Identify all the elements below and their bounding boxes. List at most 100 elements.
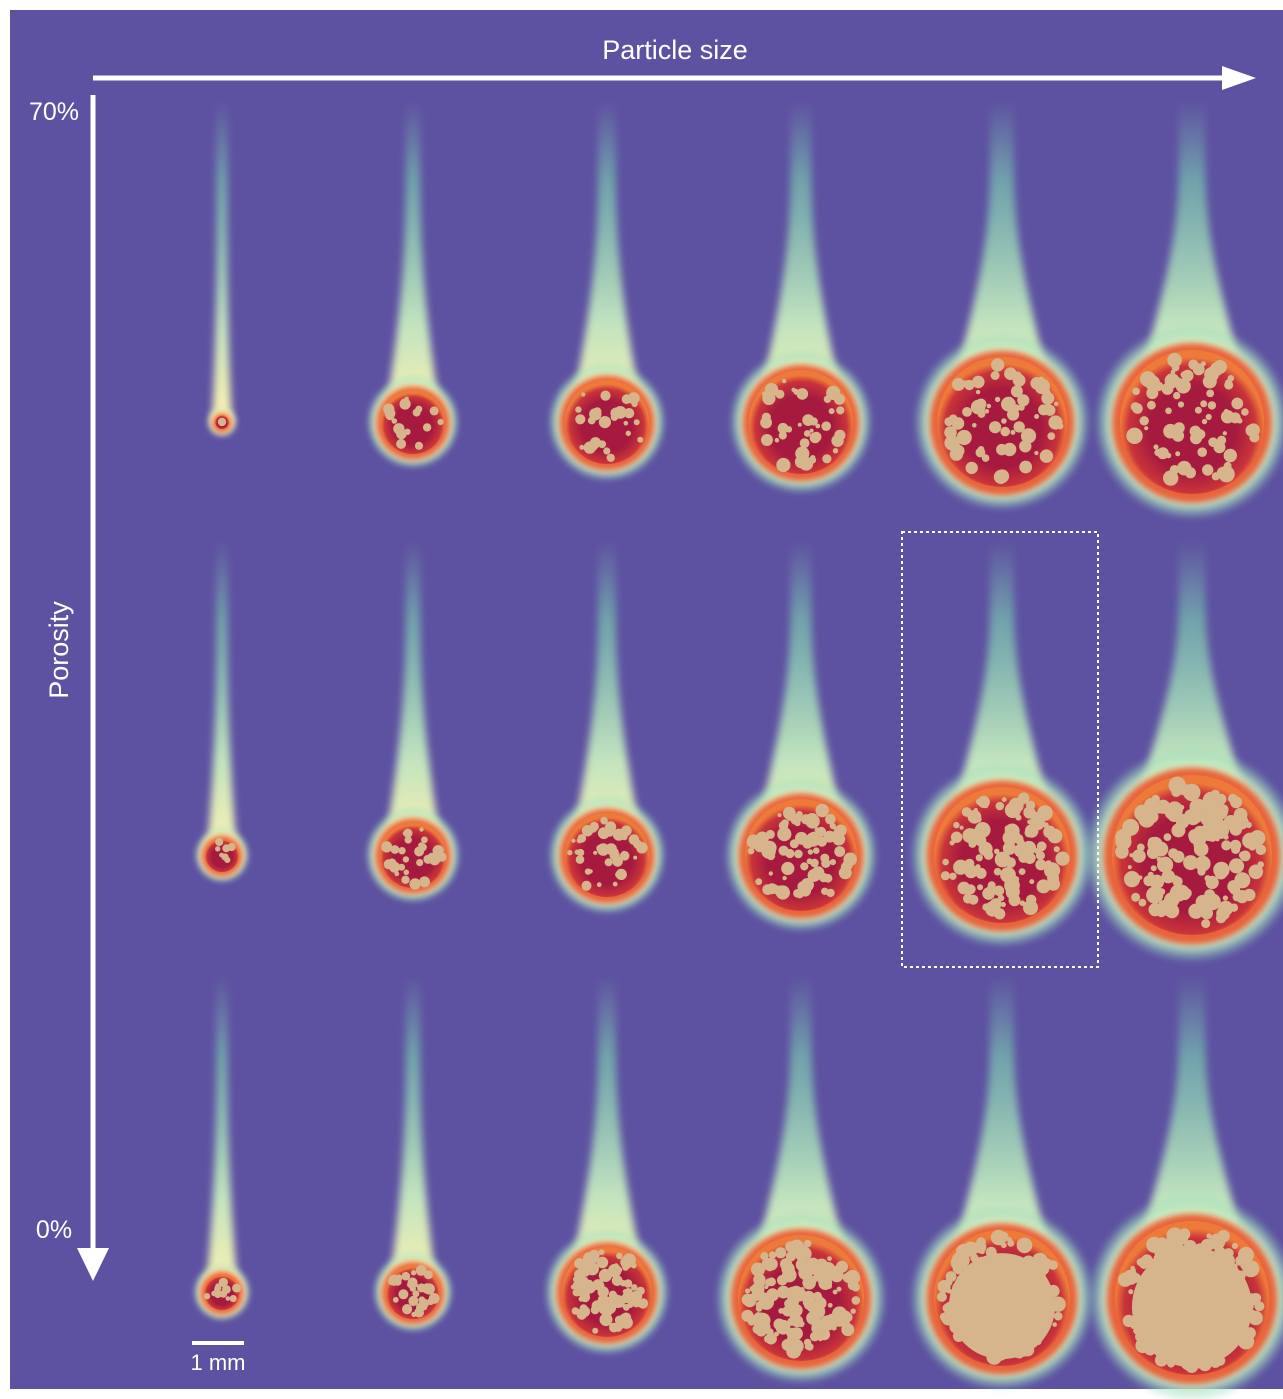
particle <box>802 1290 816 1305</box>
particle <box>1232 892 1242 902</box>
particle <box>612 881 618 887</box>
particle <box>613 406 627 419</box>
plume-tail <box>569 100 645 422</box>
particle <box>796 388 809 400</box>
particle <box>222 844 231 853</box>
particle <box>799 884 812 897</box>
particle <box>1208 437 1218 448</box>
particle <box>403 828 413 838</box>
particle <box>976 1237 986 1247</box>
particle <box>1182 784 1192 794</box>
particle <box>1004 825 1011 832</box>
particle <box>765 847 770 852</box>
particle <box>423 854 433 864</box>
particle <box>594 1257 601 1263</box>
particle <box>214 1286 221 1293</box>
panel-r3-c3 <box>543 975 671 1356</box>
particle <box>936 1291 947 1302</box>
particle <box>619 874 625 880</box>
plume-tail <box>750 540 852 855</box>
particle <box>1053 846 1060 853</box>
particle <box>820 853 830 863</box>
particle <box>1255 844 1267 856</box>
particle <box>765 1278 774 1287</box>
particle <box>1053 401 1059 407</box>
particle <box>1222 895 1228 901</box>
particle <box>1200 400 1208 408</box>
particle <box>965 461 978 475</box>
particle <box>1218 465 1235 483</box>
particle <box>964 864 978 879</box>
particle <box>834 393 845 405</box>
particle <box>975 854 983 862</box>
particle <box>598 416 612 429</box>
particle <box>797 1320 805 1328</box>
particle <box>1228 796 1234 802</box>
particle <box>392 1296 399 1303</box>
particle <box>622 1289 628 1295</box>
particle <box>633 839 642 849</box>
particle <box>598 1249 605 1255</box>
particle <box>1016 846 1029 859</box>
particle <box>1019 460 1033 474</box>
particle <box>620 1255 634 1269</box>
particle <box>1206 389 1215 398</box>
particle <box>1218 811 1225 818</box>
particle <box>1153 841 1169 857</box>
particle <box>1229 903 1239 912</box>
particle <box>631 1296 642 1308</box>
particle <box>1189 836 1194 841</box>
particle <box>839 1317 850 1328</box>
particle <box>782 875 787 881</box>
particle <box>589 437 602 449</box>
particle <box>1034 450 1039 456</box>
particle <box>1156 447 1169 460</box>
particle <box>990 1229 1007 1246</box>
particle <box>1194 855 1211 872</box>
particle <box>1017 394 1030 407</box>
particle <box>981 454 990 462</box>
particle-cluster <box>948 1253 1056 1360</box>
particle <box>437 418 444 426</box>
panel-r1-c3 <box>547 100 667 482</box>
particle <box>828 408 835 415</box>
particle <box>804 1301 813 1310</box>
particle <box>1205 413 1212 421</box>
particle <box>819 1325 828 1334</box>
particle <box>1130 402 1141 412</box>
particle <box>1147 400 1156 410</box>
particle <box>822 454 832 464</box>
particle <box>1123 871 1141 888</box>
particle <box>977 410 986 418</box>
particle <box>391 418 398 424</box>
particle <box>976 867 985 877</box>
particle <box>599 1313 613 1327</box>
particle <box>589 408 602 421</box>
particle <box>1192 363 1205 376</box>
particle <box>394 871 400 877</box>
panel-r2-c6 <box>1083 540 1283 964</box>
particle <box>415 1302 426 1313</box>
particle <box>816 826 827 837</box>
particle <box>781 1339 794 1351</box>
particle <box>1152 1243 1163 1254</box>
particle <box>830 1317 837 1323</box>
burning-core <box>381 390 445 454</box>
particle <box>1190 432 1202 445</box>
particle <box>381 841 393 853</box>
particle <box>1246 423 1260 437</box>
particle <box>940 871 951 881</box>
particle <box>1143 876 1150 883</box>
particle <box>823 395 832 404</box>
particle <box>1016 1237 1033 1254</box>
particle <box>401 875 410 884</box>
particle <box>1139 1260 1149 1270</box>
particle <box>1148 902 1162 917</box>
particle <box>1115 845 1129 859</box>
particle <box>1029 879 1035 885</box>
particle <box>398 847 406 855</box>
particle <box>1156 856 1162 862</box>
particle <box>600 816 608 825</box>
particle <box>604 858 613 867</box>
